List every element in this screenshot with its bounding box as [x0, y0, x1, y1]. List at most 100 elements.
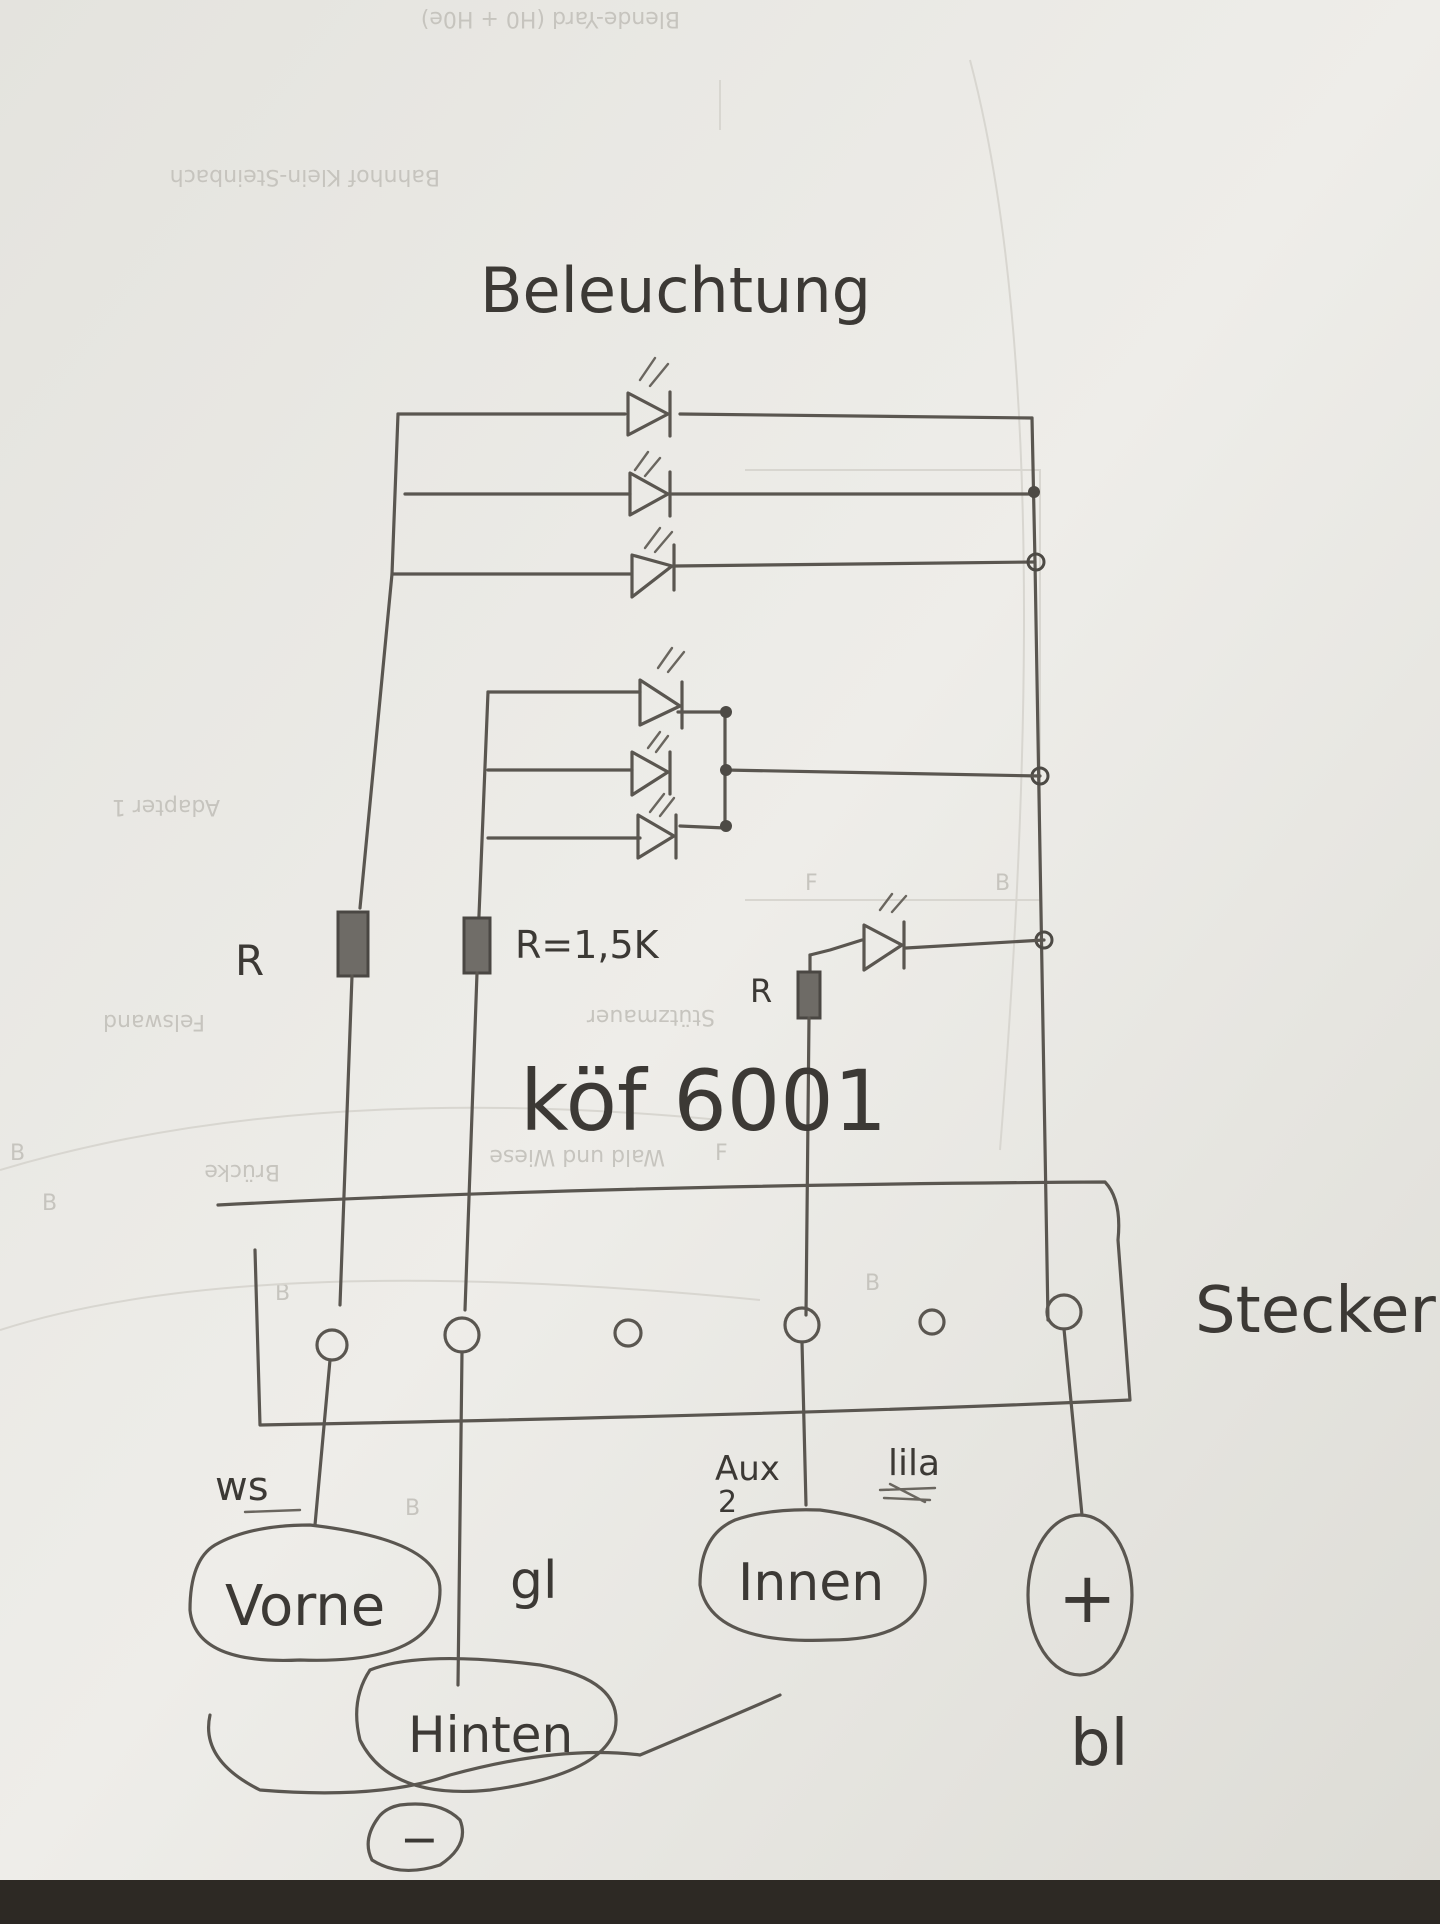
- resistor-right: [796, 970, 822, 1020]
- wire-mid-left-vertical: [476, 690, 490, 942]
- junction-right-2: [1026, 552, 1046, 572]
- output-vorne-label: Vorne: [225, 1574, 385, 1639]
- wire-label-aux: Aux: [715, 1449, 780, 1489]
- wire-label-ws: ws: [215, 1464, 269, 1510]
- output-minus-label: −: [400, 1812, 439, 1866]
- faint-letter-f-1: F: [805, 871, 818, 896]
- faint-text-top: Blende-Yard (H0 + H0e): [421, 6, 680, 31]
- led-group-top: [358, 356, 1037, 910]
- led-mid-2: [630, 730, 672, 797]
- led-innen-triangle: [862, 923, 904, 972]
- wire-label-bl: bl: [1070, 1707, 1128, 1781]
- connector-label: Stecker: [1195, 1274, 1436, 1348]
- diagram-title: Beleuchtung: [480, 254, 871, 327]
- connector-pin-3: [613, 1318, 643, 1348]
- faint-text-wald: Wald und Wiese: [489, 1144, 665, 1169]
- output-plus: +: [1026, 1513, 1134, 1677]
- led-group-middle: [476, 646, 1042, 942]
- output-innen: Innen: [698, 1508, 927, 1642]
- wire-resistor-right-down: [804, 1016, 811, 1317]
- wire-to-hinten: [456, 1350, 464, 1687]
- wire-top-row-3-right: [673, 560, 1037, 568]
- output-minus-bubble: [366, 1802, 465, 1873]
- wire-label-lila: lila: [888, 1443, 940, 1484]
- led-top-2-rays: [633, 450, 662, 478]
- led-innen: [808, 892, 1046, 982]
- led-innen-rays: [878, 892, 908, 914]
- faint-letter-b-5: B: [405, 1496, 420, 1521]
- output-minus-wire: [207, 1693, 782, 1795]
- wire-innen-to-rail: [904, 938, 1046, 950]
- led-mid-1-rays: [656, 646, 686, 674]
- faint-letter-b-2: B: [42, 1191, 57, 1216]
- output-plus-label: +: [1058, 1557, 1117, 1639]
- wire-to-innen: [800, 1340, 808, 1507]
- led-top-3-triangle: [630, 553, 674, 599]
- output-plus-bubble: [1026, 1513, 1134, 1677]
- led-mid-2-rays: [646, 730, 670, 754]
- wire-mid-to-rail: [723, 768, 1042, 778]
- wire-top-row-1-right: [678, 412, 1034, 420]
- faint-frame: [745, 469, 1041, 901]
- wire-innen-left: [808, 938, 864, 957]
- faint-letter-b-4: B: [865, 1271, 880, 1296]
- led-mid-3: [636, 792, 678, 860]
- paper-background: [0, 0, 1440, 1885]
- output-innen-label: Innen: [738, 1553, 884, 1613]
- output-vorne-bubble: [188, 1523, 442, 1663]
- faint-text-adapter: Adapter 1: [112, 794, 220, 819]
- output-hinten-bubble: [355, 1656, 618, 1794]
- resistor-left-label: R: [235, 936, 264, 985]
- output-vorne: Vorne: [188, 1523, 442, 1663]
- led-top-2: [628, 450, 672, 518]
- led-top-3: [630, 526, 676, 599]
- output-innen-bubble: [698, 1508, 927, 1642]
- resistor-right-label: R: [750, 972, 772, 1010]
- junction-mid-3: [720, 820, 732, 832]
- connector-pin-1: [315, 1328, 349, 1362]
- led-top-2-triangle: [628, 471, 670, 517]
- faint-curve-3: [969, 59, 1025, 1151]
- background-print: Blende-Yard (H0 + H0e) Bahnhof Klein-Ste…: [0, 6, 1041, 1521]
- resistor-left: [336, 910, 370, 978]
- wire-top-left-vertical: [358, 412, 400, 910]
- locomotive-label: köf 6001: [520, 1052, 887, 1150]
- faint-curve-1: [0, 1106, 721, 1171]
- resistor-center-label: R=1,5K: [515, 923, 660, 967]
- wire-label-aux-number: 2: [718, 1485, 737, 1520]
- resistor-center: [462, 916, 492, 975]
- junction-right-1: [1028, 486, 1040, 498]
- faint-text-felswand: Felswand: [103, 1009, 205, 1034]
- junction-mid-1: [720, 706, 732, 718]
- wire-label-ws-underline: [243, 1508, 302, 1514]
- faint-letter-f-2: F: [715, 1141, 728, 1166]
- faint-text-bruecke: Brücke: [204, 1159, 280, 1184]
- led-top-1-triangle: [626, 391, 670, 437]
- led-top-1-rays: [638, 356, 670, 388]
- faint-text-bahnhof: Bahnhof Klein-Steinbach: [170, 164, 440, 189]
- table-edge: [0, 1880, 1440, 1920]
- faint-text-stuetzmauer: Stützmauer: [586, 1004, 715, 1029]
- led-mid-2-triangle: [630, 750, 670, 797]
- connector-pin-5: [918, 1308, 946, 1336]
- faint-letter-b-1: B: [10, 1141, 25, 1166]
- faint-letter-b-3: B: [275, 1281, 290, 1306]
- led-mid-3-rays: [648, 792, 676, 818]
- led-top-1: [626, 356, 672, 438]
- faint-letter-b-6: B: [995, 871, 1010, 896]
- wire-resistor-center-down: [463, 971, 479, 1312]
- led-mid-1-triangle: [638, 678, 682, 727]
- wire-to-plus: [1062, 1327, 1084, 1517]
- faint-curve-2: [0, 1279, 761, 1331]
- connector-outline: [216, 1180, 1132, 1427]
- wire-to-vorne: [313, 1358, 332, 1527]
- output-minus: −: [207, 1693, 782, 1873]
- wire-right-common-rail: [1030, 416, 1050, 1322]
- wire-resistor-left-down: [338, 974, 354, 1307]
- led-mid-3-triangle: [636, 813, 676, 860]
- junction-mid-2: [720, 764, 732, 776]
- wire-label-scribble: [878, 1482, 937, 1504]
- wire-label-gl: gl: [510, 1551, 557, 1611]
